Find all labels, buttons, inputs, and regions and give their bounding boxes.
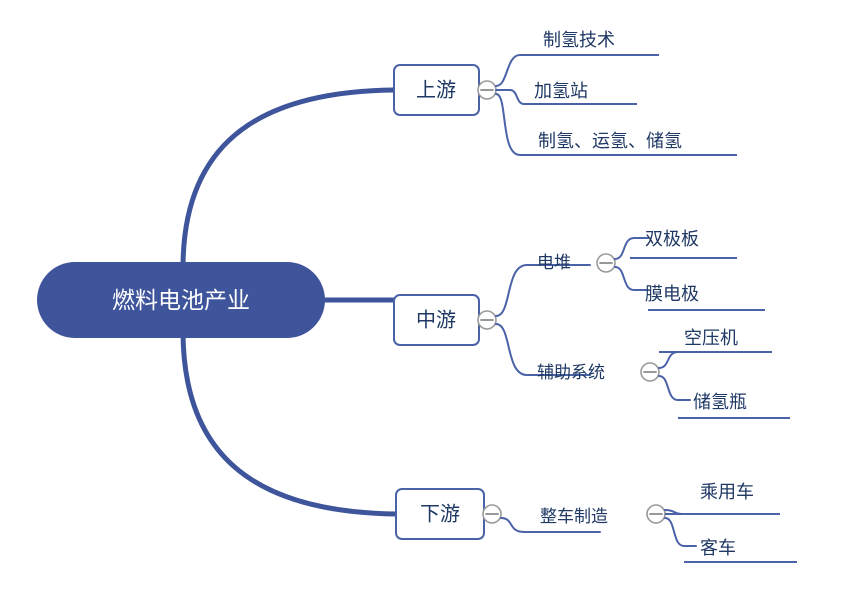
node-label-fuzhu: 辅助系统 (537, 363, 605, 382)
connector-upstream-child-2 (495, 93, 539, 156)
connector-diandui-child-0 (614, 237, 649, 260)
node-label-zhengche: 整车制造 (540, 507, 608, 526)
connector-upstream-child-1 (495, 89, 539, 105)
collapse-toggle-upstream[interactable] (477, 80, 497, 100)
leaf-label-diandui-0: 双极板 (645, 229, 699, 249)
root-node-label: 燃料电池产业 (112, 287, 250, 313)
leaf-label-upstream-1: 加氢站 (534, 81, 588, 101)
node-midstream-label: 中游 (416, 308, 456, 331)
branch-downstream: 下游 整车制造 乘用车 客车 (395, 482, 797, 563)
leaf-label-fuzhu-1: 储氢瓶 (693, 392, 747, 412)
leaf-label-fuzhu-0: 空压机 (684, 328, 738, 348)
collapse-toggle-fuzhu[interactable] (640, 362, 660, 382)
trunk-group (180, 87, 399, 517)
connector-fuzhu-child-0 (658, 351, 691, 369)
root-node[interactable]: 燃料电池产业 (37, 262, 325, 338)
leaf-label-zhengche-0: 乘用车 (700, 482, 754, 502)
connector-downstream-child-0 (500, 517, 601, 533)
connector-midstream-child-1 (495, 323, 591, 376)
connector-diandui-child-1 (614, 266, 649, 291)
node-label-diandui: 电堆 (537, 253, 571, 272)
leaf-label-upstream-0: 制氢技术 (543, 30, 615, 50)
connector-zhengche-child-1 (664, 517, 697, 547)
trunk-to-upstream (180, 87, 396, 271)
leaf-label-diandui-1: 膜电极 (645, 284, 699, 304)
node-upstream-label: 上游 (416, 78, 456, 101)
leaf-label-zhengche-1: 客车 (700, 538, 736, 558)
root-node-shape (37, 262, 325, 338)
collapse-toggle-midstream[interactable] (477, 310, 497, 330)
node-downstream-label: 下游 (420, 502, 460, 525)
connector-midstream-child-0 (495, 264, 591, 317)
collapse-toggle-diandui[interactable] (596, 253, 616, 273)
branch-upstream: 上游 制氢技术 加氢站 制氢、运氢、储氢 (393, 30, 737, 156)
trunk-to-downstream (180, 328, 399, 517)
connector-fuzhu-child-1 (658, 375, 691, 401)
collapse-toggle-zhengche[interactable] (646, 504, 666, 524)
leaf-label-upstream-2: 制氢、运氢、储氢 (538, 131, 682, 151)
branch-midstream: 中游 电堆 双极板 膜电极 辅助系统 (393, 229, 790, 419)
connector-upstream-child-0 (495, 54, 539, 87)
collapse-toggle-downstream[interactable] (482, 504, 502, 524)
